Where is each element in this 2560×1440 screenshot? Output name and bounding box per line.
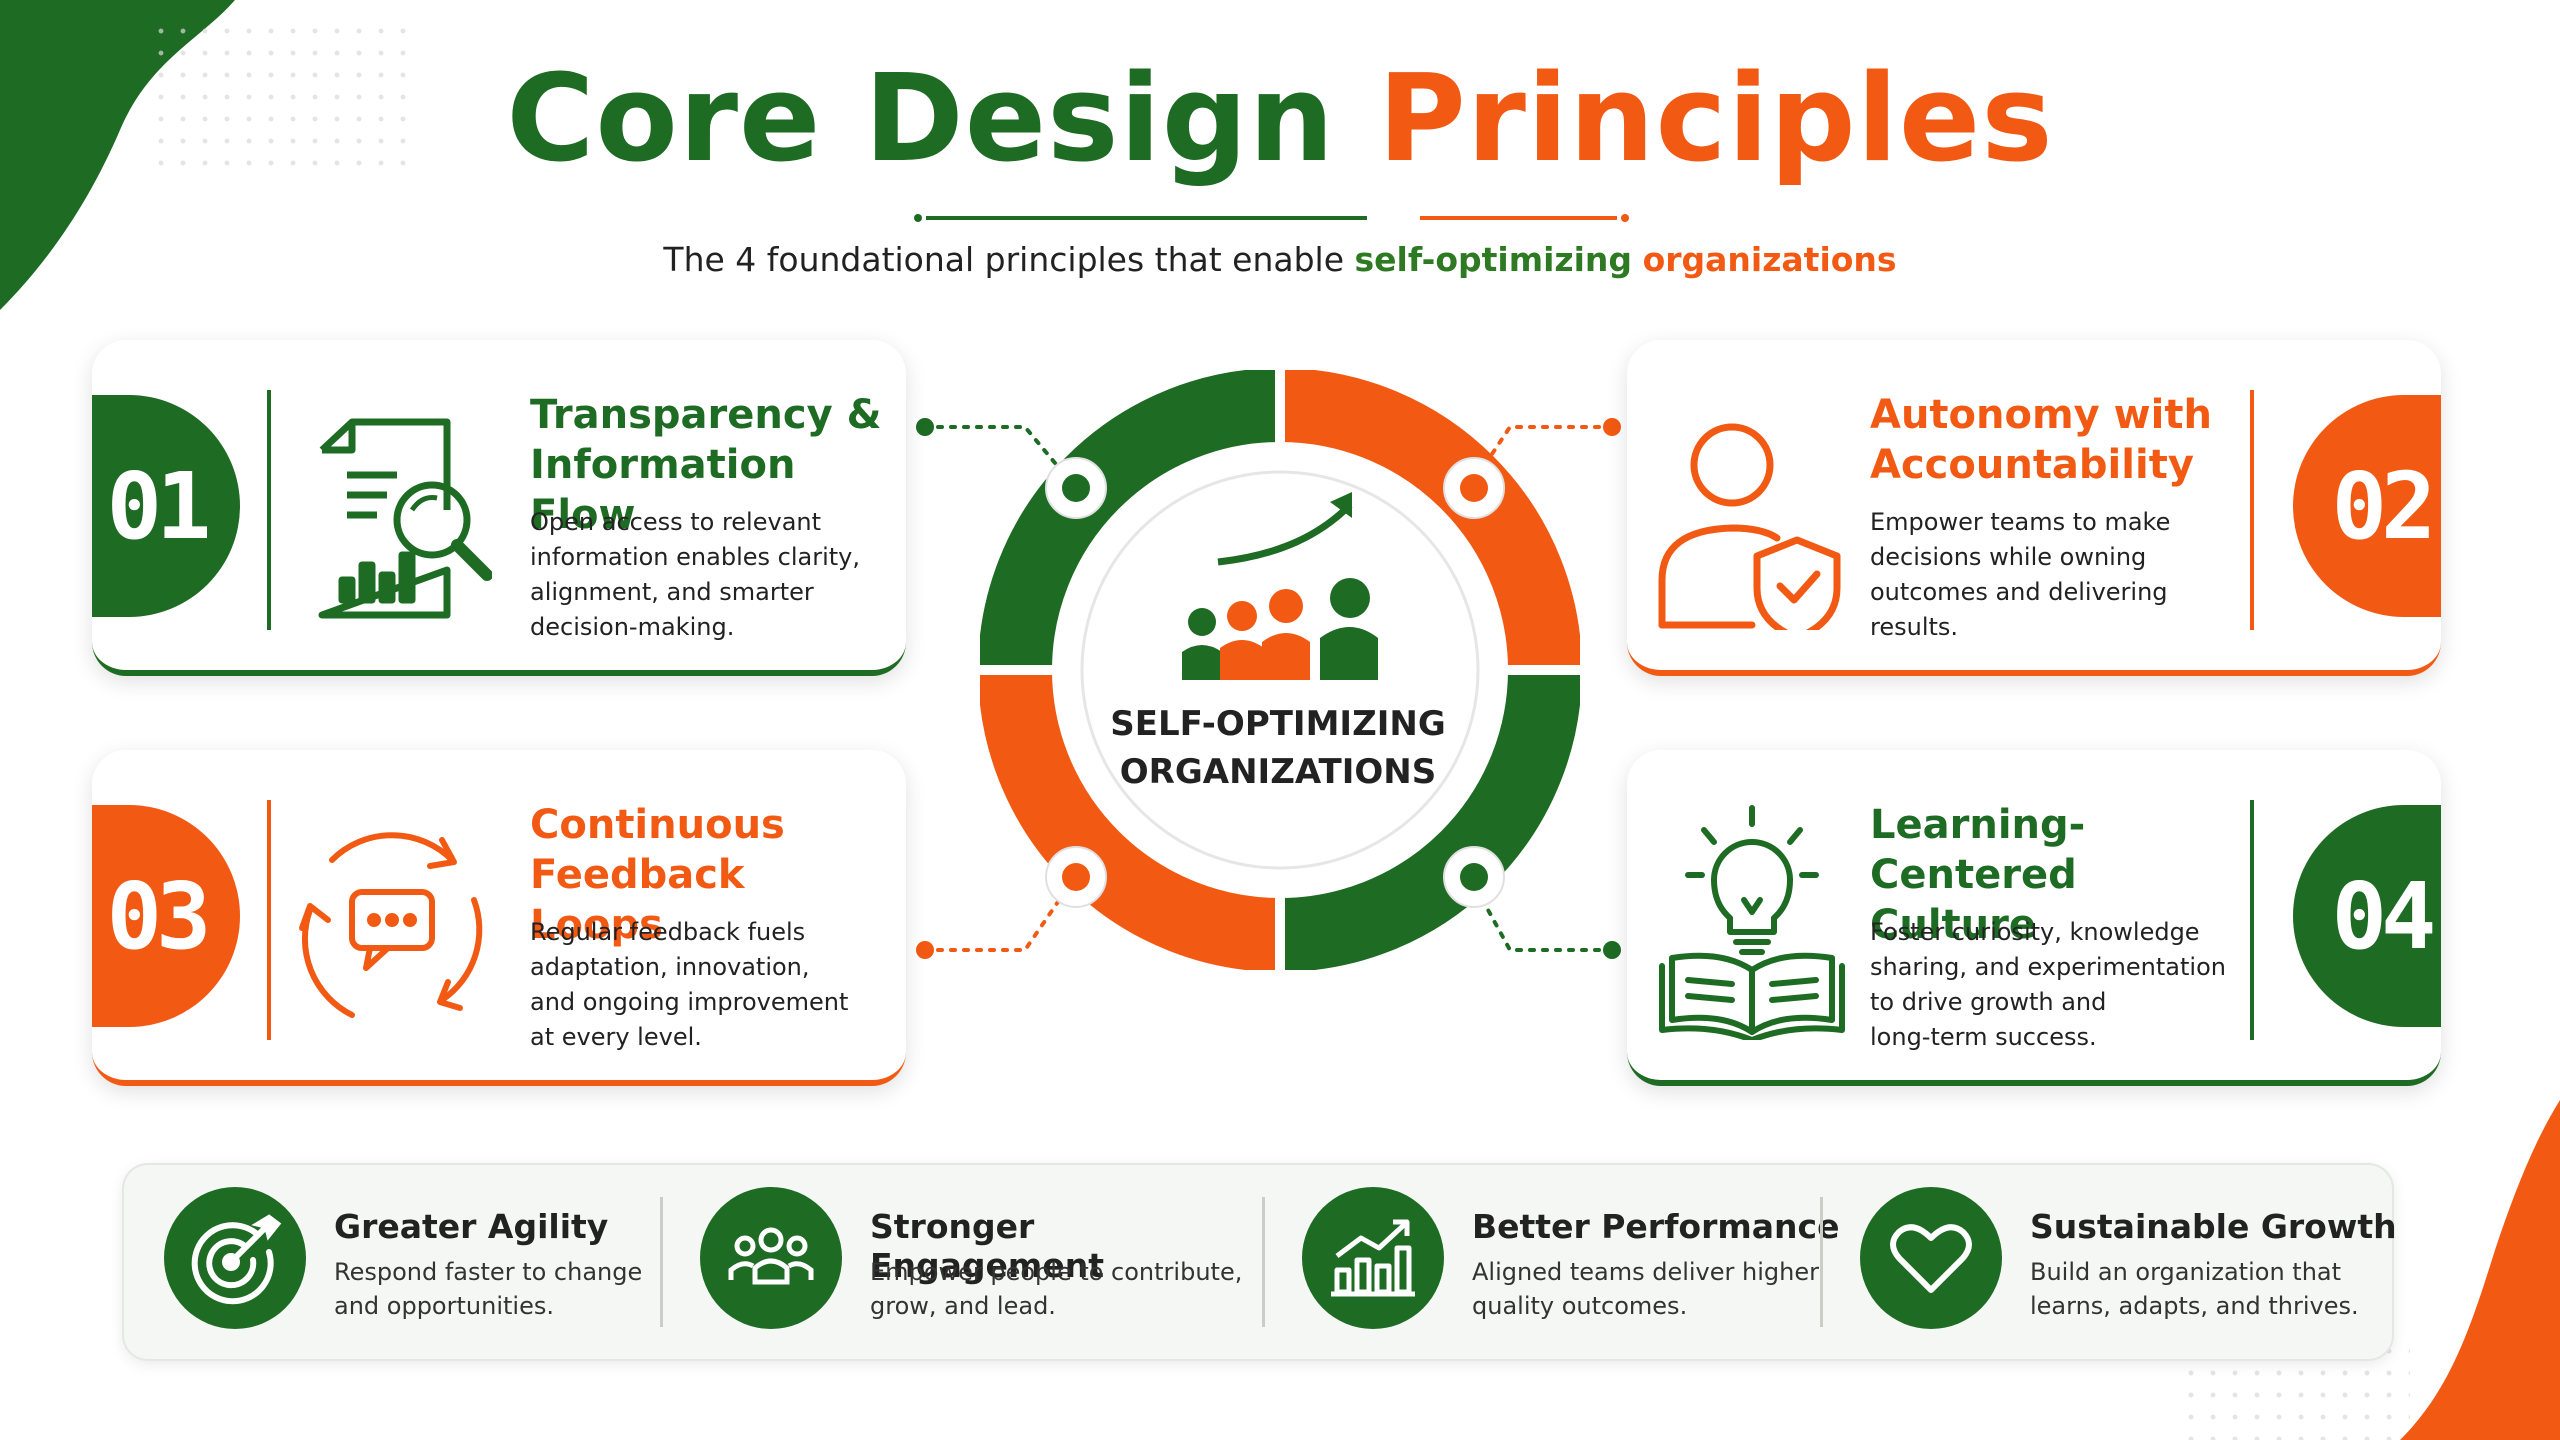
principle-desc: Empower teams to make decisions while ow… [1870, 505, 2230, 645]
desc-line: Foster curiosity, knowledge [1870, 918, 2200, 946]
desc-line: Build an organization that [2030, 1258, 2342, 1286]
decor-corner-green [0, 0, 235, 310]
desc-line: Open access to relevant [530, 508, 822, 536]
benefit-icon-circle [164, 1187, 306, 1329]
benefit-icon-circle [1302, 1187, 1444, 1329]
desc-line: long-term success. [1870, 1023, 2097, 1051]
principle-title-line2: Feedback Loops [530, 852, 745, 948]
title-part-green: Core Design [506, 50, 1336, 189]
principle-title-line1: Transparency & [530, 392, 882, 438]
principle-number: 03 [92, 805, 240, 1027]
desc-line: outcomes and delivering [1870, 578, 2168, 606]
benefit-title: Better Performance [1472, 1207, 1840, 1246]
principle-card-01: 01 Transparency & Information Flow Open … [92, 340, 906, 676]
principle-card-03: 03 Continuous Feedback Loops Regular fee… [92, 750, 906, 1086]
principle-title: Autonomy with Accountability [1870, 390, 2230, 490]
benefit-desc: Empower people to contribute, grow, and … [870, 1255, 1250, 1323]
desc-line: quality outcomes. [1472, 1292, 1688, 1320]
benefit-icon-circle [700, 1187, 842, 1329]
center-label: SELF-OPTIMIZING ORGANIZATIONS [1073, 700, 1483, 796]
benefit-divider [660, 1197, 663, 1327]
principle-number: 02 [2293, 395, 2441, 617]
principle-title: Continuous Feedback Loops [530, 800, 890, 950]
card-divider [2250, 800, 2254, 1040]
desc-line: learns, adapts, and thrives. [2030, 1292, 2359, 1320]
people-icon [728, 1227, 814, 1285]
card-divider [267, 390, 271, 630]
subtitle-prefix: The 4 foundational principles that enabl… [663, 240, 1345, 279]
principle-title-line1: Autonomy with [1870, 392, 2212, 438]
desc-line: decision-making. [530, 613, 735, 641]
target-icon [191, 1214, 282, 1305]
desc-line: results. [1870, 613, 1959, 641]
desc-line: Aligned teams deliver higher [1472, 1258, 1819, 1286]
center-label-line1: SELF-OPTIMIZING [1110, 704, 1446, 744]
page-title: Core Design Principles [0, 40, 2560, 200]
desc-line: to drive growth and [1870, 988, 2107, 1016]
title-part-orange: Principles [1377, 50, 2054, 189]
desc-line: at every level. [530, 1023, 702, 1051]
principle-title: Learning-Centered Culture [1870, 800, 2230, 950]
decor-corner-orange [2400, 1100, 2560, 1440]
principle-desc: Regular feedback fuels adaptation, innov… [530, 915, 890, 1055]
benefit-stronger-engagement: Stronger Engagement Empower people to co… [660, 1165, 1260, 1359]
center-ring [980, 370, 1580, 970]
user-shield-icon [1658, 423, 1841, 630]
benefit-title: Stronger Engagement [870, 1207, 1104, 1285]
desc-line: decisions while owning [1870, 543, 2147, 571]
principle-title-line2: Culture [1870, 902, 2036, 948]
subtitle-green: self-optimizing [1354, 240, 1633, 279]
benefit-icon-circle [1860, 1187, 2002, 1329]
document-search-icon [318, 418, 492, 619]
benefit-title: Greater Agility [334, 1207, 609, 1246]
card-divider [267, 800, 271, 1040]
decor-dots-top [150, 20, 410, 180]
principle-desc: Open access to relevant information enab… [530, 505, 890, 645]
principle-title-line1: Learning-Centered [1870, 802, 2086, 898]
desc-line: alignment, and smarter [530, 578, 814, 606]
ring-node-markers [1045, 457, 1505, 908]
desc-line: and opportunities. [334, 1292, 554, 1320]
desc-line: adaptation, innovation, [530, 953, 810, 981]
benefit-desc: Build an organization that learns, adapt… [2030, 1255, 2360, 1323]
desc-line: information enables clarity, [530, 543, 860, 571]
principle-card-04: Learning-Centered Culture Foster curiosi… [1627, 750, 2441, 1086]
benefit-title: Sustainable Growth [2030, 1207, 2397, 1246]
growth-chart-icon [1331, 1219, 1415, 1297]
principle-title-line2: Accountability [1870, 442, 2194, 488]
lightbulb-book-icon [1659, 805, 1845, 1040]
desc-line: Regular feedback fuels [530, 918, 806, 946]
desc-line: Empower teams to make [1870, 508, 2171, 536]
desc-line: grow, and lead. [870, 1292, 1056, 1320]
team-growth-icon [1182, 492, 1378, 680]
principle-card-02: Autonomy with Accountability Empower tea… [1627, 340, 2441, 676]
benefit-desc: Aligned teams deliver higher quality out… [1472, 1255, 1832, 1323]
benefit-divider [1820, 1197, 1823, 1327]
feedback-cycle-icon [299, 832, 483, 1018]
title-underline [914, 214, 1629, 222]
principle-title-line2: Information Flow [530, 442, 796, 538]
benefit-sustainable-growth: Sustainable Growth Build an organization… [1820, 1165, 2397, 1359]
desc-line: Respond faster to change [334, 1258, 643, 1286]
benefit-greater-agility: Greater Agility Respond faster to change… [124, 1165, 684, 1359]
desc-line: Empower people to contribute, [870, 1258, 1243, 1286]
subtitle-orange: organizations [1642, 240, 1897, 279]
benefit-better-performance: Better Performance Aligned teams deliver… [1262, 1165, 1839, 1359]
principle-title-line1: Continuous [530, 802, 785, 848]
desc-line: and ongoing improvement [530, 988, 849, 1016]
benefit-desc: Respond faster to change and opportuniti… [334, 1255, 664, 1323]
benefit-divider [1262, 1197, 1265, 1327]
subtitle: The 4 foundational principles that enabl… [0, 240, 2560, 279]
desc-line: sharing, and experimentation [1870, 953, 2226, 981]
center-label-line2: ORGANIZATIONS [1119, 752, 1437, 792]
benefits-bar: Greater Agility Respond faster to change… [122, 1163, 2397, 1361]
principle-desc: Foster curiosity, knowledge sharing, and… [1870, 915, 2230, 1055]
card-divider [2250, 390, 2254, 630]
principle-title: Transparency & Information Flow [530, 390, 890, 540]
principle-number: 01 [92, 395, 240, 617]
principle-number: 04 [2293, 805, 2441, 1027]
heart-icon [1890, 1224, 1972, 1293]
